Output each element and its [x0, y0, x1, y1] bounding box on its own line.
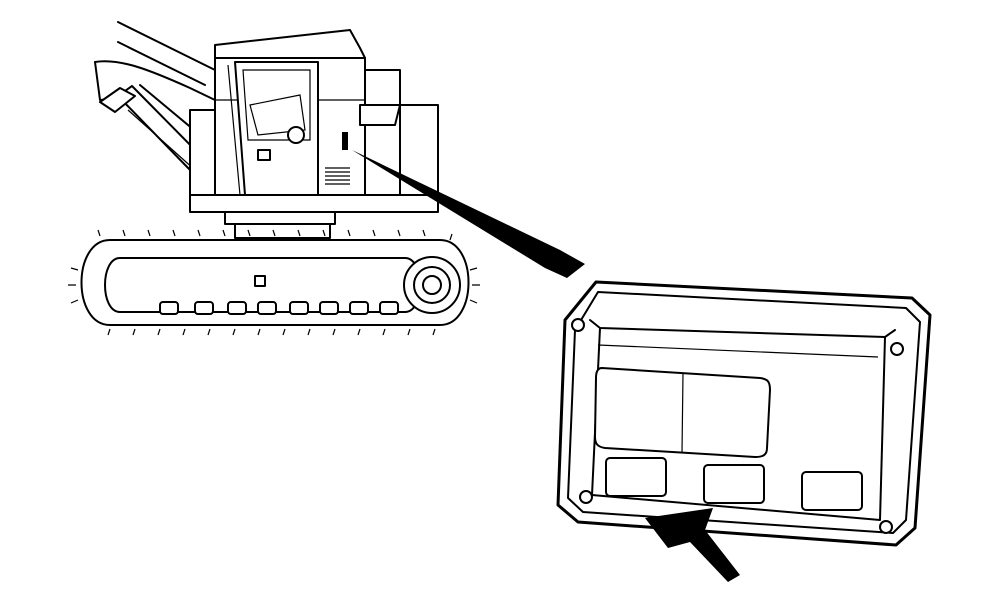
track-rollers [159, 301, 399, 315]
panel-screws [571, 318, 904, 534]
panel-button-right [801, 471, 863, 511]
callout-arrow [352, 150, 585, 278]
panel-button-left [605, 457, 667, 497]
turntable [224, 211, 336, 239]
track-grousers [68, 229, 480, 336]
vent-grille [325, 132, 350, 185]
pointer-arrow [645, 508, 740, 582]
cab-window [227, 61, 319, 196]
display-screen [594, 367, 771, 458]
panel-buttons [605, 457, 863, 511]
control-panel-closeup [556, 280, 932, 547]
drive-sprocket [403, 256, 461, 314]
track-undercarriage [68, 229, 480, 336]
panel-button-center [703, 464, 765, 504]
